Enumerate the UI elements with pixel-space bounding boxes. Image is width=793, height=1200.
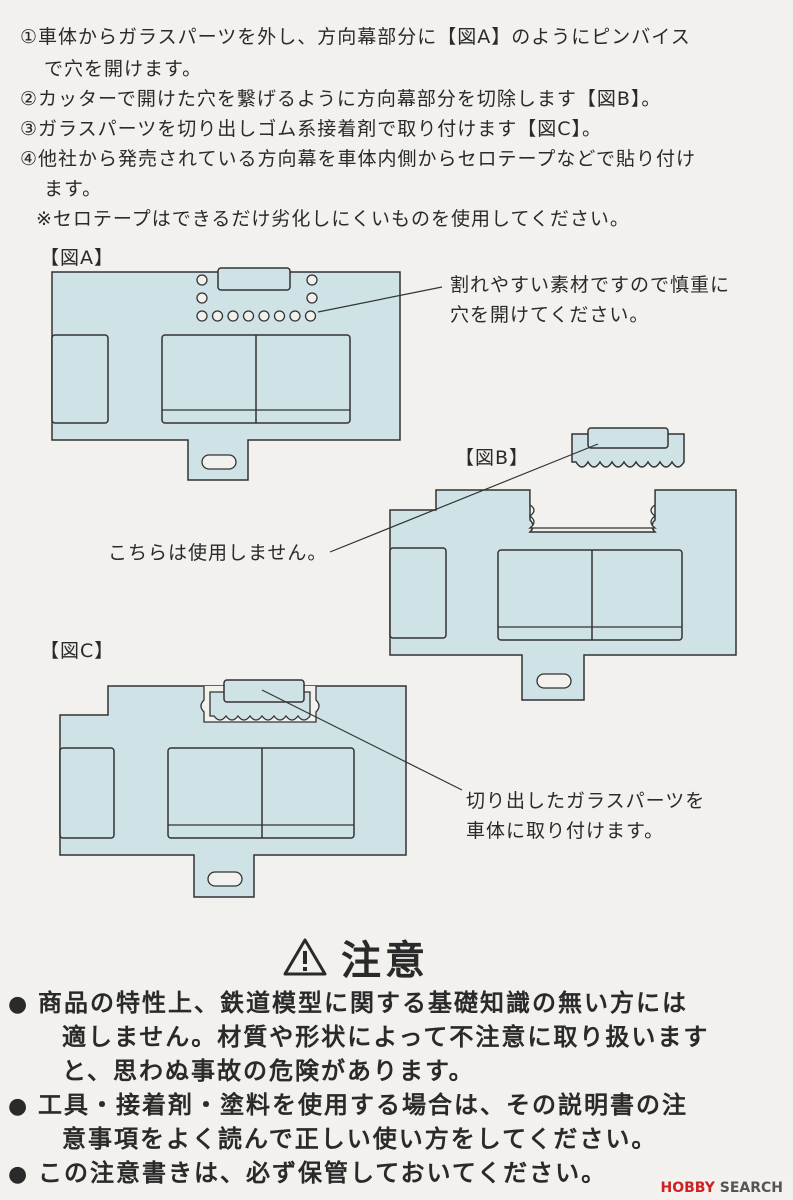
figure-a-callout-line-2: 穴を開けてください。 [450, 304, 650, 326]
watermark-brand: HOBBY [660, 1180, 715, 1196]
caution-title: 注意 [341, 938, 429, 984]
caution-bullet-2: ● [8, 1094, 28, 1119]
drill-hole-marker [196, 292, 208, 304]
figure-a-side-window-left [51, 334, 109, 424]
figure-b-callout: こちらは使用しません。 [108, 542, 328, 564]
drill-hole-marker [196, 310, 208, 322]
caution-heading: 注意 [283, 928, 429, 986]
figure-c-hook-slot [207, 871, 243, 887]
figure-a-hook-slot [201, 454, 237, 470]
caution-item-2-line-2: 意事項をよく読んで正しい使い方をしてください。 [62, 1125, 658, 1153]
figure-a-label: 【図A】 [40, 247, 114, 269]
drill-hole-marker [304, 310, 317, 322]
figure-b-door [497, 549, 683, 641]
figure-c-label: 【図C】 [40, 640, 115, 662]
caution-item-1-line-1: 商品の特性上、鉄道模型に関する基礎知識の無い方には [38, 989, 688, 1017]
step-3-text: ③ガラスパーツを切り出しゴム系接着剤で取り付けます【図C】。 [20, 118, 603, 140]
drill-hole-marker [306, 292, 318, 304]
figure-b-side-window-right [389, 547, 447, 639]
figure-c-side-window-left [59, 747, 115, 839]
drill-hole-marker [289, 310, 301, 322]
figure-b-leader-line [329, 443, 599, 553]
drill-hole-marker [196, 274, 208, 286]
caution-item-1-line-2: 適しません。材質や形状によって不注意に取り扱います [62, 1023, 710, 1051]
step-4-line-2: ます。 [44, 178, 103, 200]
figure-b-hook-slot [536, 673, 572, 689]
footnote: ※セロテープはできるだけ劣化しにくいものを使用してください。 [36, 208, 630, 230]
figure-a-destination-window [217, 267, 291, 291]
step-4-line-1: ④他社から発売されている方向幕を車体内側からセロテープなどで貼り付け [20, 148, 696, 170]
step-1-line-1: ①車体からガラスパーツを外し、方向幕部分に【図A】のようにピンバイス [20, 26, 691, 48]
figure-c-callout-line-2: 車体に取り付けます。 [466, 820, 665, 842]
caution-item-3-line-1: この注意書きは、必ず保管しておいてください。 [38, 1159, 608, 1187]
drill-hole-marker [258, 310, 270, 322]
watermark-site: SEARCH [719, 1180, 783, 1196]
step-2-text: ②カッターで開けた穴を繋げるように方向幕部分を切除します【図B】。 [20, 88, 662, 110]
figure-c-leader-line [261, 689, 463, 791]
caution-bullet-1: ● [8, 992, 28, 1017]
step-1-line-2: で穴を開けます。 [44, 58, 203, 80]
caution-item-2-line-1: 工具・接着剤・塗料を使用する場合は、その説明書の注 [38, 1091, 688, 1119]
drill-hole-marker [306, 274, 318, 286]
drill-hole-marker [211, 310, 224, 322]
hobby-search-watermark: HOBBY SEARCH [656, 1178, 787, 1198]
drill-hole-marker [242, 310, 255, 322]
figure-a-callout-line-1: 割れやすい素材ですので慎重に [450, 274, 731, 296]
drill-hole-marker [273, 310, 286, 322]
caution-item-1-line-3: と、思わぬ事故の危険があります。 [62, 1057, 475, 1085]
caution-bullet-3: ● [8, 1162, 28, 1187]
drill-hole-marker [227, 310, 239, 322]
warning-triangle-icon [283, 938, 327, 976]
figure-c-door [167, 747, 355, 839]
figure-b-label: 【図B】 [455, 447, 530, 469]
figure-c-callout-line-1: 切り出したガラスパーツを [466, 790, 706, 812]
figure-a-leader-line [317, 286, 443, 313]
